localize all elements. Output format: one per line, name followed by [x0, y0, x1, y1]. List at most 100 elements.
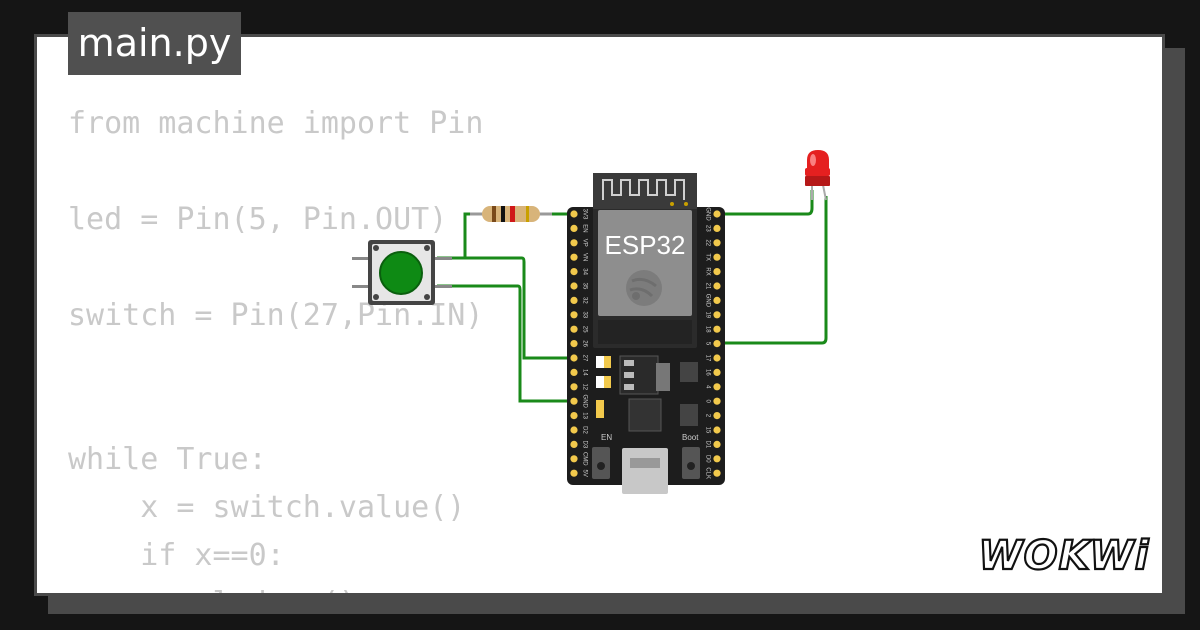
pin-d3[interactable]: [570, 440, 578, 448]
pin-label: 2: [704, 414, 710, 418]
pin-label: 13: [581, 412, 587, 419]
pin-label: CMD: [581, 452, 587, 466]
pin-label: 4: [704, 385, 710, 389]
pin-label: GND: [581, 395, 587, 409]
pin-clk[interactable]: [713, 469, 721, 477]
pin-32[interactable]: [570, 296, 578, 304]
shield-can: [598, 210, 692, 316]
pin-gnd[interactable]: [713, 296, 721, 304]
usb-port[interactable]: [622, 448, 668, 494]
wires: [437, 190, 828, 403]
pin-d2[interactable]: [570, 426, 578, 434]
pushbutton[interactable]: [352, 240, 452, 305]
pin-label: 22: [704, 239, 710, 246]
code-line: if x==0:: [68, 538, 285, 573]
pin-label: 35: [581, 283, 587, 290]
pin-15[interactable]: [713, 426, 721, 434]
resistor[interactable]: [470, 206, 552, 222]
chip-label: ESP32: [605, 230, 686, 260]
pin-5[interactable]: [713, 340, 721, 348]
pin-label: 25: [581, 326, 587, 333]
pin-13[interactable]: [570, 412, 578, 420]
pin-14[interactable]: [570, 368, 578, 376]
pin-label: 34: [581, 268, 587, 275]
pin-19[interactable]: [713, 311, 721, 319]
pin-label: 0: [704, 400, 710, 404]
pin-label: D1: [704, 441, 710, 449]
wire-button-to-gnd[interactable]: [437, 284, 575, 403]
usb-uart-chip: [628, 398, 662, 432]
pin-26[interactable]: [570, 340, 578, 348]
pin-label: RX: [704, 267, 710, 275]
pin-label: 26: [581, 340, 587, 347]
pin-label: 5V: [581, 470, 587, 477]
pin-0[interactable]: [713, 397, 721, 405]
pin-label: 18: [704, 326, 710, 333]
pin-5v[interactable]: [570, 469, 578, 477]
pin-35[interactable]: [570, 282, 578, 290]
pin-label: 33: [581, 311, 587, 318]
pin-16[interactable]: [713, 368, 721, 376]
pin-21[interactable]: [713, 282, 721, 290]
pin-label: D2: [581, 426, 587, 434]
pin-18[interactable]: [713, 325, 721, 333]
pin-label: D3: [581, 441, 587, 449]
pin-label: VP: [581, 239, 587, 247]
pin-d0[interactable]: [713, 455, 721, 463]
code-line: switch = Pin(27,Pin.IN): [68, 298, 484, 333]
pin-label: 32: [581, 297, 587, 304]
pin-vp[interactable]: [570, 239, 578, 247]
pin-label: 19: [704, 311, 710, 318]
pin-label: 5: [704, 342, 710, 346]
pin-gnd[interactable]: [713, 210, 721, 218]
pin-label: VN: [581, 253, 587, 261]
file-tab-main-py[interactable]: main.py: [68, 12, 241, 75]
pin-label: 15: [704, 427, 710, 434]
pin-label: TX: [704, 253, 710, 261]
boot-label: Boot: [682, 433, 699, 442]
pin-33[interactable]: [570, 311, 578, 319]
pin-tx[interactable]: [713, 253, 721, 261]
pin-en[interactable]: [570, 224, 578, 232]
pin-34[interactable]: [570, 268, 578, 276]
pin-label: GND: [704, 207, 710, 221]
pin-label: 12: [581, 383, 587, 390]
code-line: led = Pin(5, Pin.OUT): [68, 202, 448, 237]
wire-button-to-gpio27[interactable]: [437, 256, 575, 360]
pin-25[interactable]: [570, 325, 578, 333]
pin-17[interactable]: [713, 354, 721, 362]
pin-gnd[interactable]: [570, 397, 578, 405]
pin-label: GND: [704, 294, 710, 308]
code-line: from machine import Pin: [68, 106, 484, 141]
pin-27[interactable]: [570, 354, 578, 362]
wire-button-to-resistor[interactable]: [437, 212, 484, 260]
pin-23[interactable]: [713, 224, 721, 232]
pin-22[interactable]: [713, 239, 721, 247]
wire-gpio5-to-led-anode[interactable]: [714, 196, 828, 345]
pin-label: D0: [704, 455, 710, 463]
wire-gnd-to-led-cathode[interactable]: [714, 190, 814, 216]
pin-label: 3V3: [581, 209, 587, 220]
pin-rx[interactable]: [713, 268, 721, 276]
code-preview: from machine import Pin led = Pin(5, Pin.…: [37, 37, 1162, 593]
pin-label: 16: [704, 369, 710, 376]
pin-vn[interactable]: [570, 253, 578, 261]
pin-d1[interactable]: [713, 440, 721, 448]
pin-label: 21: [704, 283, 710, 290]
pin-label: 14: [581, 369, 587, 376]
wokwi-logo: WOKWi: [977, 532, 1150, 580]
pin-12[interactable]: [570, 383, 578, 391]
button-cap[interactable]: [379, 251, 423, 295]
pin-cmd[interactable]: [570, 455, 578, 463]
brand-name: WOKWi: [979, 533, 1150, 579]
antenna-icon: [602, 179, 685, 200]
pin-label: 17: [704, 355, 710, 362]
pin-4[interactable]: [713, 383, 721, 391]
left-pin-header: 3V3ENVPVN343532332526271412GND13D2D3CMD5…: [570, 209, 587, 477]
pin-3v3[interactable]: [570, 210, 578, 218]
pin-2[interactable]: [713, 412, 721, 420]
red-led[interactable]: [805, 150, 830, 201]
